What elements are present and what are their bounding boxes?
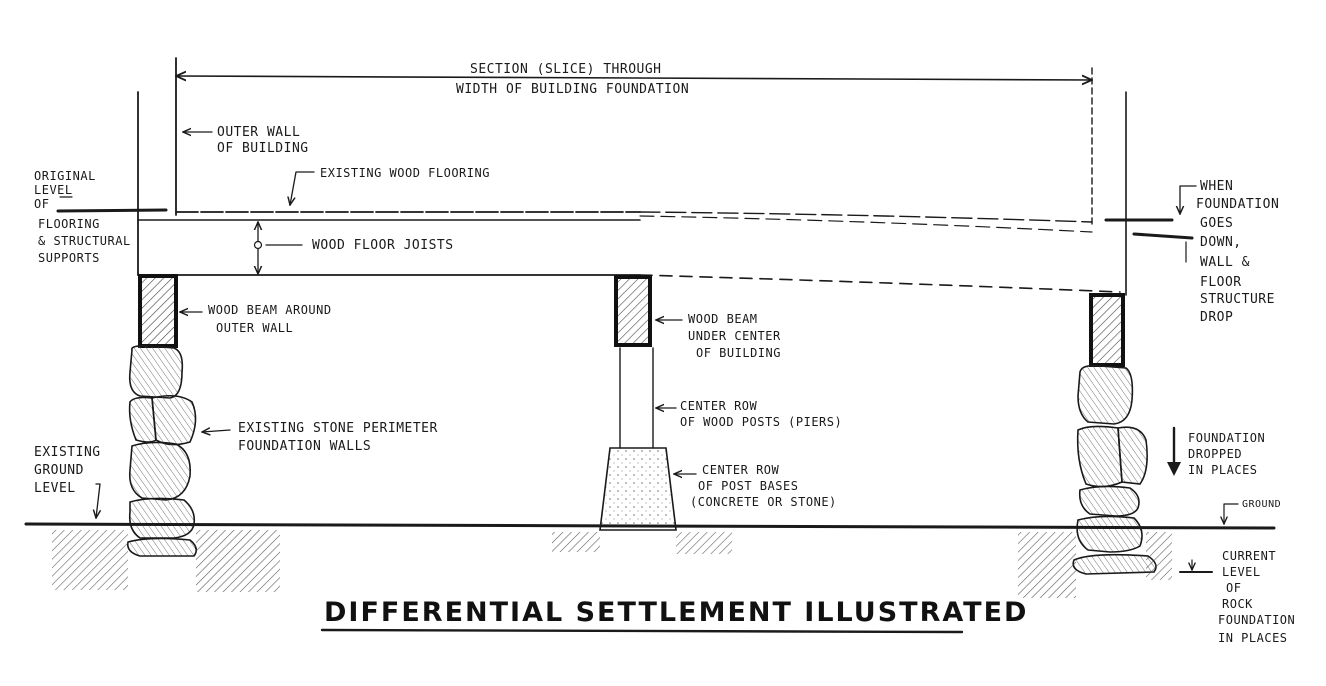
svg-text:OF: OF: [34, 197, 49, 211]
left-wood-beam: [138, 274, 178, 348]
svg-text:& STRUCTURAL: & STRUCTURAL: [38, 234, 131, 248]
section-dimension: [137, 57, 1127, 296]
diagram-title: DIFFERENTIAL SETTLEMENT ILLUSTRATED: [324, 597, 1028, 628]
beam-outer-label-line2: OUTER WALL: [216, 321, 293, 335]
center-post-base: [599, 447, 677, 531]
svg-text:STRUCTURE: STRUCTURE: [1200, 292, 1275, 307]
original-level-label: ORIGINAL LEVEL OF FLOORING & STRUCTURAL …: [34, 169, 131, 265]
ground-line: [24, 522, 1276, 530]
svg-text:LEVEL: LEVEL: [34, 481, 76, 496]
svg-text:OF: OF: [1226, 581, 1241, 595]
svg-text:LEVEL: LEVEL: [1222, 565, 1261, 579]
stone-walls-label-line1: EXISTING STONE PERIMETER: [238, 421, 438, 436]
posts-label-line1: CENTER ROW: [680, 399, 758, 413]
svg-text:FOUNDATION: FOUNDATION: [1218, 613, 1295, 627]
existing-flooring-label: EXISTING WOOD FLOORING: [320, 166, 490, 180]
outer-wall-label-line1: OUTER WALL: [217, 125, 300, 140]
svg-text:ORIGINAL: ORIGINAL: [34, 169, 96, 183]
existing-ground-label: EXISTING GROUND LEVEL: [34, 445, 101, 496]
svg-text:GROUND: GROUND: [34, 463, 84, 478]
floor-structure: [56, 208, 1194, 293]
center-wood-post: [619, 347, 654, 449]
svg-text:FOUNDATION: FOUNDATION: [1188, 431, 1265, 445]
svg-text:UNDER CENTER: UNDER CENTER: [688, 329, 781, 343]
when-foundation-label: WHEN FOUNDATION GOES DOWN, WALL & FLOOR …: [1196, 179, 1279, 325]
right-stone-foundation: [1072, 364, 1157, 575]
svg-text:DROP: DROP: [1200, 310, 1233, 325]
outer-wall-label-line2: OF BUILDING: [217, 141, 309, 156]
svg-text:DOWN,: DOWN,: [1200, 235, 1242, 250]
section-label-line2: WIDTH OF BUILDING FOUNDATION: [456, 82, 689, 97]
beam-center-label: WOOD BEAM UNDER CENTER OF BUILDING: [688, 312, 781, 360]
svg-text:LEVEL: LEVEL: [34, 183, 73, 197]
stone-walls-label-line2: FOUNDATION WALLS: [238, 439, 371, 454]
joist-dimension: [255, 222, 303, 274]
svg-text:WHEN: WHEN: [1200, 179, 1233, 194]
beam-outer-label-line1: WOOD BEAM AROUND: [208, 303, 332, 317]
right-wood-beam: [1089, 293, 1125, 367]
foundation-dropped-arrow: [1167, 426, 1181, 476]
svg-text:WOOD BEAM: WOOD BEAM: [688, 312, 758, 326]
center-wood-beam: [614, 275, 652, 347]
svg-text:SUPPORTS: SUPPORTS: [38, 251, 100, 265]
svg-text:FLOOR: FLOOR: [1200, 275, 1242, 290]
svg-text:FOUNDATION: FOUNDATION: [1196, 197, 1279, 212]
svg-text:DROPPED: DROPPED: [1188, 447, 1242, 461]
current-level-label: CURRENT LEVEL OF ROCK FOUNDATION IN PLAC…: [1218, 549, 1295, 645]
svg-text:CURRENT: CURRENT: [1222, 549, 1276, 563]
svg-text:IN PLACES: IN PLACES: [1218, 631, 1288, 645]
floor-joists-label: WOOD FLOOR JOISTS: [312, 238, 454, 253]
svg-text:OF BUILDING: OF BUILDING: [696, 346, 781, 360]
bases-label: CENTER ROW OF POST BASES (CONCRETE OR ST…: [690, 463, 837, 509]
ground-label: GROUND: [1242, 499, 1281, 510]
foundation-dropped-label: FOUNDATION DROPPED IN PLACES: [1188, 431, 1265, 477]
svg-text:GOES: GOES: [1200, 216, 1233, 231]
earth-hatching: [52, 530, 1172, 598]
svg-text:FLOORING: FLOORING: [38, 217, 100, 231]
svg-text:WALL &: WALL &: [1200, 255, 1250, 270]
left-stone-foundation: [126, 345, 198, 557]
svg-text:OF POST BASES: OF POST BASES: [698, 479, 798, 493]
svg-text:EXISTING: EXISTING: [34, 445, 101, 460]
posts-label-line2: OF WOOD POSTS (PIERS): [680, 415, 842, 429]
svg-text:IN PLACES: IN PLACES: [1188, 463, 1258, 477]
svg-text:(CONCRETE OR STONE): (CONCRETE OR STONE): [690, 495, 837, 509]
svg-text:ROCK: ROCK: [1222, 597, 1253, 611]
svg-text:CENTER ROW: CENTER ROW: [702, 463, 780, 477]
section-label-line1: SECTION (SLICE) THROUGH: [470, 62, 662, 77]
